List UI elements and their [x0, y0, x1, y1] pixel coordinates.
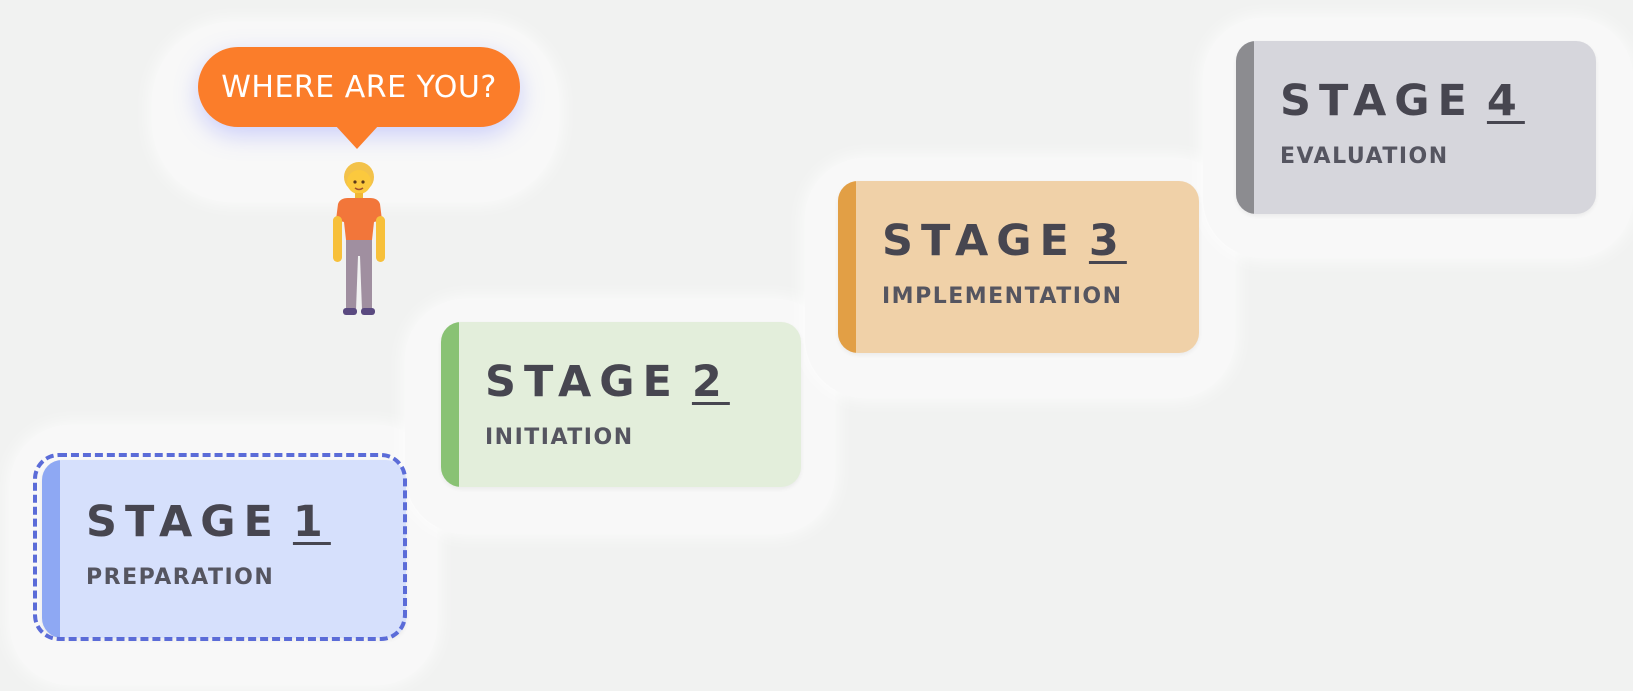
stage-1-number: 1	[292, 497, 331, 547]
stage-2-name: INITIATION	[485, 425, 634, 450]
stage-2-accent-bar	[441, 322, 459, 487]
selected-stage-indicator	[33, 453, 407, 641]
speech-bubble: WHERE ARE YOU?	[198, 47, 520, 127]
stage-3-label: STAGE	[882, 216, 1077, 266]
stage-4-accent-bar	[1236, 41, 1254, 214]
stage-3-number: 3	[1088, 216, 1127, 266]
speech-bubble-text: WHERE ARE YOU?	[221, 69, 497, 105]
stage-4-name: EVALUATION	[1280, 144, 1449, 169]
stage-2-label: STAGE	[485, 357, 680, 407]
stage-1-accent-bar	[42, 460, 60, 638]
speech-bubble-tail	[335, 125, 379, 149]
stage-1-name: PREPARATION	[86, 565, 275, 590]
stage-4-number: 4	[1486, 76, 1525, 126]
person-standing-icon	[333, 162, 385, 315]
stage-3-name: IMPLEMENTATION	[882, 284, 1123, 309]
stage-3-accent-bar	[838, 181, 856, 353]
stage-4-label: STAGE	[1280, 76, 1475, 126]
stage-1-label: STAGE	[86, 497, 281, 547]
stage-2-number: 2	[691, 357, 730, 407]
